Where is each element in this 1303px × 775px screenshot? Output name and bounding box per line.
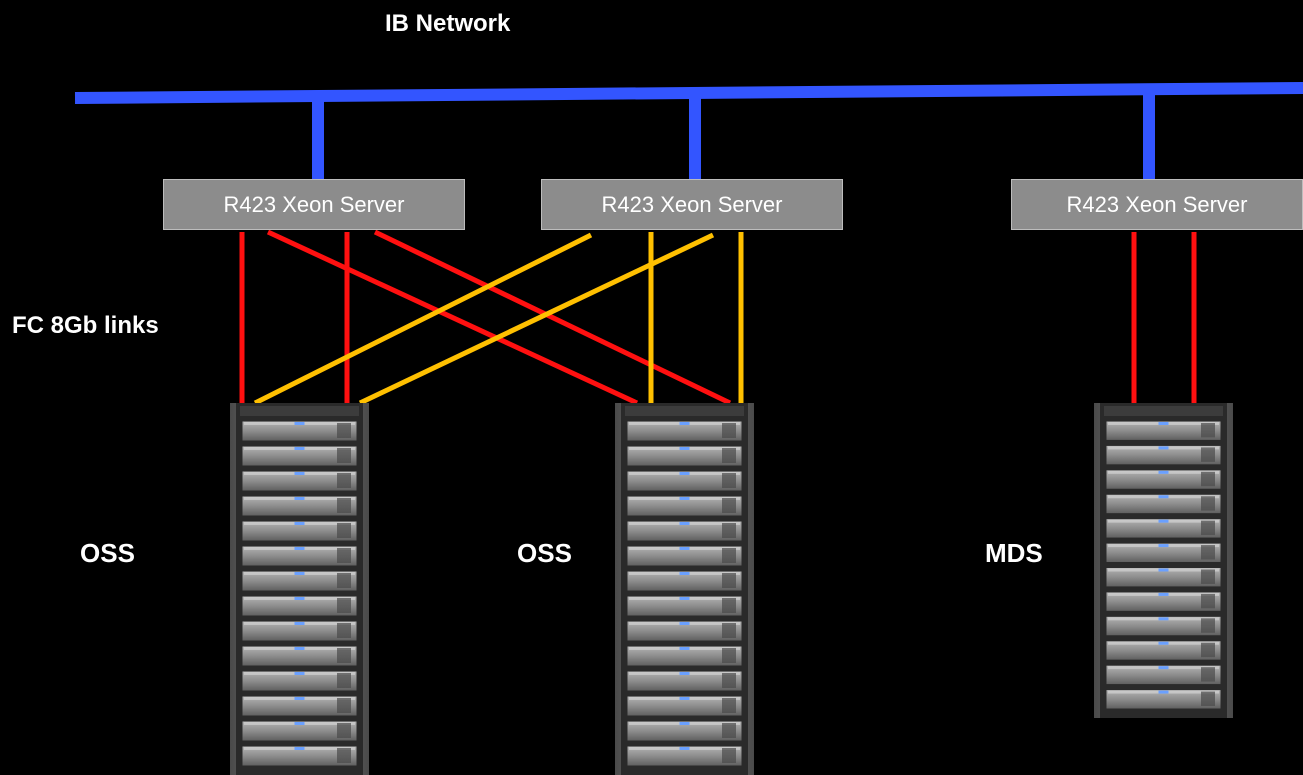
disk-tray [626, 470, 743, 492]
server-box-1: R423 Xeon Server [163, 179, 465, 230]
disk-tray [241, 570, 358, 592]
disk-tray [1105, 469, 1222, 490]
fc-link-yellow [358, 232, 715, 406]
disk-tray [241, 495, 358, 517]
fc-link-red [373, 229, 732, 406]
disk-tray [1105, 615, 1222, 637]
storage-label-oss-2: OSS [517, 538, 572, 568]
storage-rack-mds [1094, 403, 1233, 718]
disk-tray [241, 695, 358, 717]
disk-tray [241, 420, 358, 442]
disk-tray [241, 445, 358, 467]
disk-tray [1105, 591, 1222, 612]
disk-tray [626, 745, 743, 767]
storage-rack-oss-1 [230, 403, 369, 775]
disk-tray [241, 470, 358, 492]
disk-tray [626, 570, 743, 592]
disk-tray [1105, 664, 1222, 686]
disk-tray [626, 720, 743, 742]
disk-tray [241, 595, 358, 617]
disk-tray [241, 720, 358, 742]
fc-link-yellow [253, 232, 593, 406]
disk-tray [241, 520, 358, 542]
fc-link-red [266, 229, 639, 406]
disk-tray [241, 545, 358, 567]
disk-tray [241, 645, 358, 667]
fc-links-label: FC 8Gb links [12, 312, 159, 339]
disk-tray [626, 495, 743, 517]
disk-tray [1105, 420, 1222, 441]
disk-tray [626, 420, 743, 442]
disk-tray [626, 645, 743, 667]
server-box-2: R423 Xeon Server [541, 179, 843, 230]
storage-label-mds: MDS [985, 538, 1043, 568]
disk-tray [1105, 640, 1222, 661]
disk-tray [1105, 567, 1222, 588]
storage-label-oss-1: OSS [80, 538, 135, 568]
storage-rack-oss-2 [615, 403, 754, 775]
ib-network-label: IB Network [385, 10, 511, 37]
disk-tray [626, 520, 743, 542]
disk-tray [1105, 518, 1222, 539]
disk-tray [1105, 542, 1222, 563]
disk-tray [626, 695, 743, 717]
disk-tray [626, 445, 743, 467]
disk-tray [626, 670, 743, 692]
disk-tray [626, 620, 743, 642]
server-box-3: R423 Xeon Server [1011, 179, 1303, 230]
disk-tray [626, 595, 743, 617]
disk-tray [626, 545, 743, 567]
disk-tray [1105, 493, 1222, 515]
disk-tray [1105, 689, 1222, 710]
disk-tray [241, 745, 358, 767]
disk-tray [241, 620, 358, 642]
disk-tray [1105, 444, 1222, 466]
disk-tray [241, 670, 358, 692]
